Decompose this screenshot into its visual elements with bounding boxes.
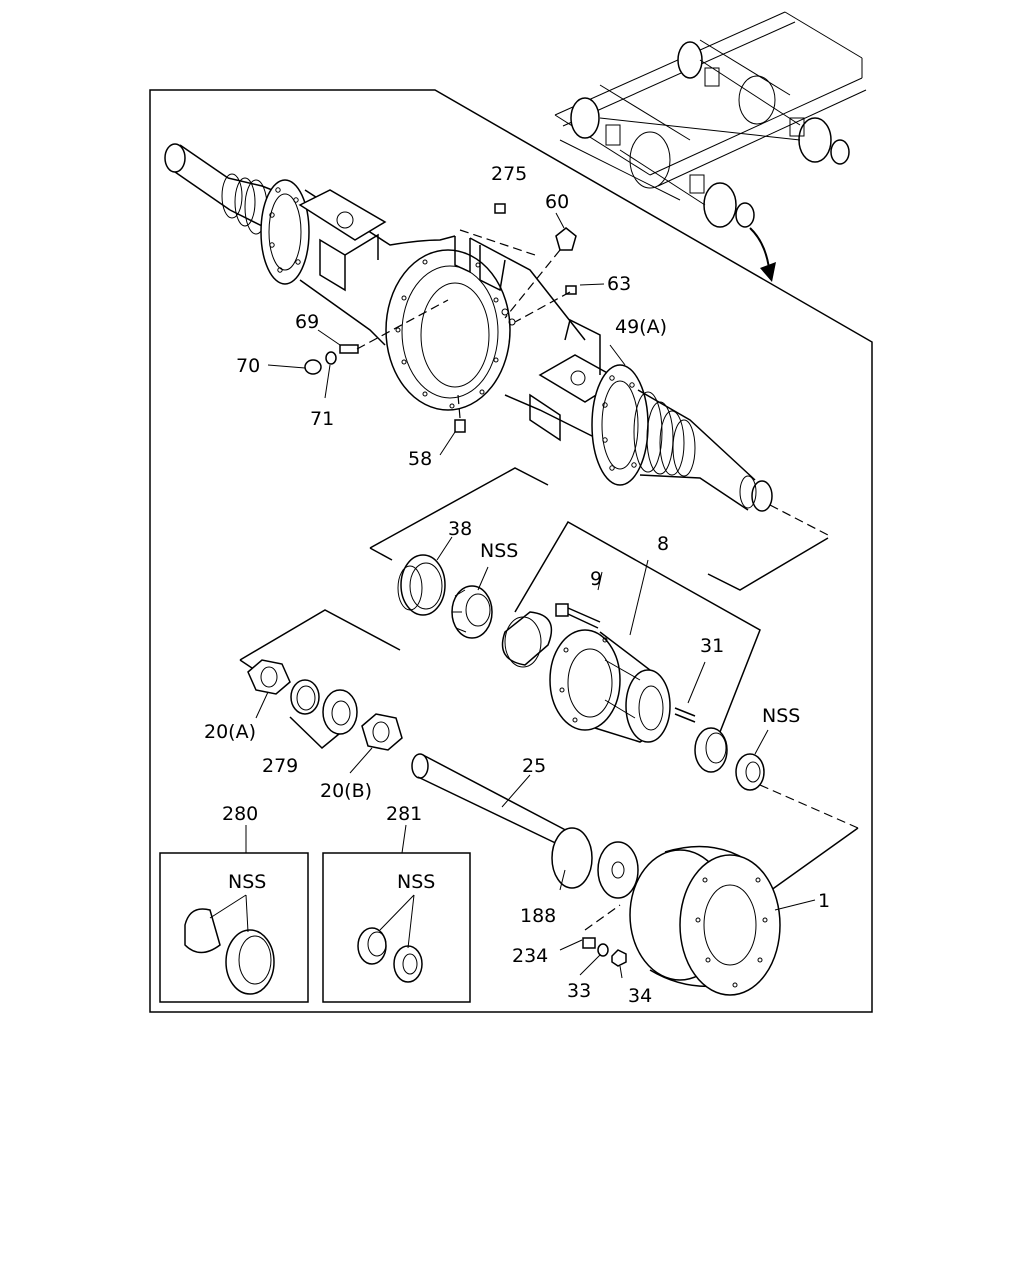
wheel-hub-8: [549, 629, 671, 743]
lock-washer: [290, 679, 320, 715]
axle-housing: [164, 143, 773, 512]
callout-20b: 20(B): [320, 780, 372, 802]
callout-234: 234: [512, 945, 548, 967]
callout-nss-outer-bearing: NSS: [762, 705, 800, 727]
housing-small-parts: [304, 203, 577, 433]
callout-280: 280: [222, 803, 258, 825]
outer-bearing-cone: [735, 753, 765, 791]
callout-labels: 275 60 63 69 70 71 58 49(A) 38 NSS 8 9 3…: [204, 163, 830, 1007]
callout-63: 63: [607, 273, 631, 295]
locknut-20a: [247, 659, 291, 695]
axle-shaft-25: [411, 753, 639, 899]
inner-bearing-cone: [451, 585, 493, 639]
callout-188: 188: [520, 905, 556, 927]
callout-49a: 49(A): [615, 316, 667, 338]
grouping-brackets: [239, 467, 859, 899]
wheel-nut-parts: [582, 937, 627, 967]
inner-bearing-cup: [501, 611, 553, 668]
vehicle-chassis-inset: [554, 11, 867, 282]
callout-279: 279: [262, 755, 298, 777]
callout-9: 9: [590, 568, 602, 590]
callout-71: 71: [310, 408, 334, 430]
callout-nss-kit-281: NSS: [397, 871, 435, 893]
callout-34: 34: [628, 985, 652, 1007]
kit-box-281: [322, 852, 471, 1003]
outer-bearing-cup: [694, 727, 728, 773]
callout-nss-inner-bearing: NSS: [480, 540, 518, 562]
callout-nss-kit-280: NSS: [228, 871, 266, 893]
wheel-stud-31: [674, 707, 696, 723]
callout-1: 1: [818, 890, 830, 912]
callout-25: 25: [522, 755, 546, 777]
hub-bolt-9: [555, 603, 601, 629]
callout-33: 33: [567, 980, 591, 1002]
callout-58: 58: [408, 448, 432, 470]
alignment-lines: [459, 229, 859, 931]
lock-plate: [322, 689, 358, 735]
callout-275: 275: [491, 163, 527, 185]
callout-38: 38: [448, 518, 472, 540]
kit-box-280: [159, 852, 309, 1003]
seal-38: [397, 554, 446, 616]
callout-8: 8: [657, 533, 669, 555]
brake-drum-1: [629, 845, 781, 996]
callout-31: 31: [700, 635, 724, 657]
callout-69: 69: [295, 311, 319, 333]
callout-20a: 20(A): [204, 721, 256, 743]
diagram-frame: [149, 89, 873, 1013]
callout-60: 60: [545, 191, 569, 213]
callout-70: 70: [236, 355, 260, 377]
callout-281: 281: [386, 803, 422, 825]
locknut-20b: [361, 713, 403, 751]
leader-lines: [209, 212, 816, 979]
